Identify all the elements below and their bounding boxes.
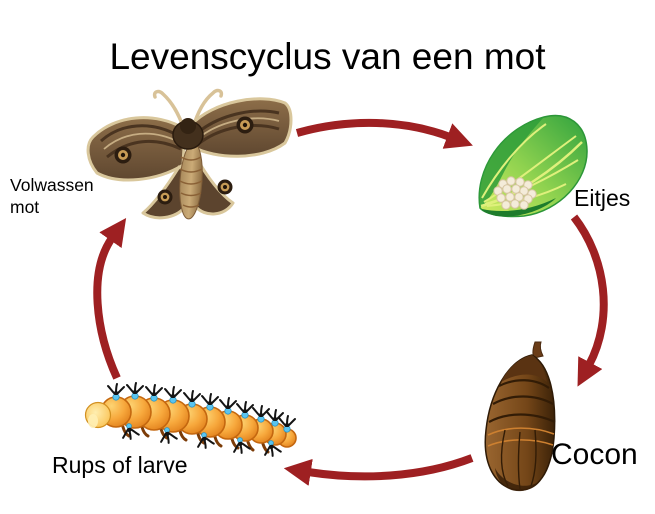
- label-adult-moth: Volwassen mot: [10, 175, 94, 217]
- caterpillar-bristles: [107, 382, 296, 459]
- arrow-eggs-to-cocoon: [570, 214, 608, 387]
- arrow-larva-to-adult: [93, 217, 127, 380]
- page-title: Levenscyclus van een mot: [109, 36, 546, 77]
- cocoon-icon: [484, 341, 556, 492]
- label-cocoon: Cocon: [551, 438, 638, 471]
- caterpillar-head: [84, 401, 112, 429]
- label-larva: Rups of larve: [52, 452, 188, 478]
- arrow-cocoon-to-larva: [283, 454, 474, 486]
- adult-moth-icon: [86, 88, 293, 220]
- egg-cluster: [493, 176, 537, 210]
- moth-antennae: [152, 88, 224, 131]
- caterpillar-icon: [84, 382, 297, 459]
- cocoon-body: [484, 341, 556, 492]
- arrow-adult-to-eggs: [295, 118, 473, 149]
- moth-eyespots: [114, 116, 254, 205]
- label-eggs: Eitjes: [574, 185, 631, 211]
- leaf-with-eggs-icon: [478, 114, 588, 218]
- moth-body: [172, 118, 204, 220]
